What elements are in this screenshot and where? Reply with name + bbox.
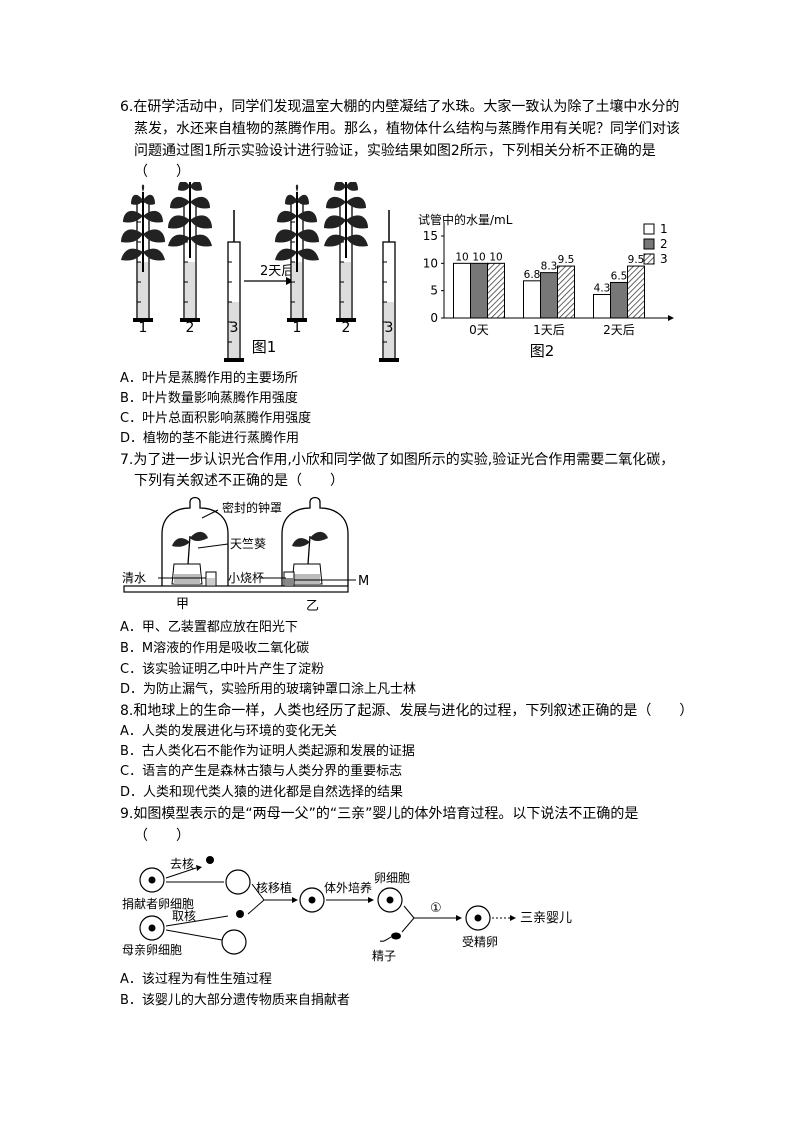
x-tick-label: 0天 xyxy=(469,323,489,337)
q8-option-b[interactable]: B．古人类化石不能作为证明人类起源和发展的证据 xyxy=(120,744,415,759)
beaker-label: 小烧杯 xyxy=(228,571,264,585)
bar-value-label: 9.5 xyxy=(558,254,575,266)
y-axis-label: 试管中的水量/mL xyxy=(418,212,513,227)
q6-option-c[interactable]: C．叶片总面积影响蒸腾作用强度 xyxy=(120,411,312,426)
q9-option-a[interactable]: A．该过程为有性生殖过程 xyxy=(120,972,272,987)
q7-line-1: 7.为了进一步认识光合作用,小欣和同学做了如图所示的实验,验证光合作用需要二氧化… xyxy=(120,452,675,468)
bar-value-label: 10 xyxy=(455,251,468,263)
tube-3-before xyxy=(223,210,245,362)
q8-option-d[interactable]: D．人类和现代类人猿的进化都是自然选择的结果 xyxy=(120,785,404,800)
legend-label: 2 xyxy=(660,237,668,251)
apparatus-jia-label: 甲 xyxy=(176,597,189,612)
bar-value-label: 8.3 xyxy=(541,261,558,273)
bar xyxy=(557,265,575,319)
q7-option-c[interactable]: C．该实验证明乙中叶片产生了淀粉 xyxy=(120,662,325,677)
q8-option-c[interactable]: C．语言的产生是森林古猿与人类分界的重要标志 xyxy=(120,764,403,779)
tube-label-3-after: 3 xyxy=(385,320,394,336)
plant-label: 天竺葵 xyxy=(230,536,266,551)
q7-option-a[interactable]: A．甲、乙装置都应放在阳光下 xyxy=(120,620,298,635)
bar xyxy=(523,280,541,319)
donor-egg-label: 捐献者卵细胞 xyxy=(122,896,194,911)
legend-swatch xyxy=(643,223,655,235)
q6-line-2: 蒸发，水还来自植物的蒸腾作用。那么，植物体什么结构与蒸腾作用有关呢？同学们对该 xyxy=(134,121,680,137)
tube-label-1: 1 xyxy=(139,320,148,336)
tube-2-after xyxy=(323,182,369,323)
solution-m-label: M xyxy=(358,574,369,589)
q6-line-1: 6.在研学活动中，同学们发现温室大棚的内壁凝结了水珠。大家一致认为除了土壤中水分… xyxy=(120,99,680,115)
figure-1: 1 2 3 2天后 1 2 3 图1 xyxy=(120,182,400,362)
q7-option-d[interactable]: D．为防止漏气，实验所用的玻璃钟罩口涂上凡士林 xyxy=(120,682,417,697)
q6-option-a[interactable]: A．叶片是蒸腾作用的主要场所 xyxy=(120,371,298,386)
bar-value-label: 10 xyxy=(472,251,485,263)
bell-jar-label: 密封的钟罩 xyxy=(222,500,282,515)
arrow-label: 2天后 xyxy=(260,264,294,279)
baby-label: 三亲婴儿 xyxy=(520,911,572,926)
q6-option-b[interactable]: B．叶片数量影响蒸腾作用强度 xyxy=(120,391,298,406)
bar xyxy=(610,281,628,319)
bar xyxy=(593,293,611,319)
q9-line-2: （ ） xyxy=(134,828,190,844)
tube-label-2: 2 xyxy=(186,320,195,336)
tube-2-before xyxy=(167,182,213,323)
water-label: 清水 xyxy=(122,571,146,585)
tube-1-after xyxy=(274,183,320,323)
figure-4-ivf-process: 去核 捐献者卵细胞 取核 母亲卵细胞 核移植 体外培养 卵细胞 精子 ① 受精卵… xyxy=(122,856,572,963)
q6-option-d[interactable]: D．植物的茎不能进行蒸腾作用 xyxy=(120,431,300,446)
figure-2-caption: 图2 xyxy=(530,342,555,360)
zygote-label: 受精卵 xyxy=(462,935,498,949)
legend-swatch xyxy=(643,238,655,250)
apparatus-yi-label: 乙 xyxy=(306,599,319,614)
bar-value-label: 6.8 xyxy=(524,269,541,281)
bar-value-label: 9.5 xyxy=(628,254,645,266)
x-tick-label: 1天后 xyxy=(533,323,565,337)
q6-line-4: （ ） xyxy=(134,164,190,180)
bar xyxy=(627,265,645,319)
q9-line-1: 9.如图模型表示的是“两母一父”的“三亲”婴儿的体外培育过程。以下说法不正确的是 xyxy=(120,806,639,822)
tube-label-2-after: 2 xyxy=(342,320,351,336)
nuclear-transfer-label: 核移植 xyxy=(256,880,292,895)
bar xyxy=(487,262,505,319)
egg-cell-label: 卵细胞 xyxy=(374,871,410,885)
q8-option-a[interactable]: A．人类的发展进化与环境的变化无关 xyxy=(120,724,337,739)
legend-label: 3 xyxy=(660,252,668,266)
bar-value-label: 10 xyxy=(489,251,502,263)
y-tick-label: 15 xyxy=(423,229,438,243)
bar-value-label: 6.5 xyxy=(611,270,628,282)
bar xyxy=(540,272,558,319)
tube-3-after xyxy=(378,210,400,362)
x-axis-arrow xyxy=(668,315,674,321)
bar xyxy=(470,262,488,319)
bar xyxy=(453,262,471,319)
bar-value-label: 4.3 xyxy=(594,282,611,294)
enucleate-label: 去核 xyxy=(170,857,194,871)
step-1-label: ① xyxy=(430,901,442,916)
legend-label: 1 xyxy=(660,222,668,236)
legend-swatch xyxy=(643,253,655,265)
y-tick-label: 5 xyxy=(430,284,438,298)
q8-line-1: 8.和地球上的生命一样，人类也经历了起源、发展与进化的过程，下列叙述正确的是（ … xyxy=(120,703,694,719)
q7-line-2: 下列有关叙述不正确的是（ ） xyxy=(134,473,344,489)
in-vitro-label: 体外培养 xyxy=(324,880,372,895)
q7-option-b[interactable]: B．M溶液的作用是吸收二氧化碳 xyxy=(120,641,310,656)
tube-label-3: 3 xyxy=(230,320,239,336)
tube-1-before xyxy=(120,183,166,323)
y-tick-label: 0 xyxy=(430,311,438,325)
take-nucleus-label: 取核 xyxy=(172,909,196,923)
y-tick-label: 10 xyxy=(423,256,438,270)
q9-option-b[interactable]: B．该婴儿的大部分遗传物质来自捐献者 xyxy=(120,993,350,1008)
mother-egg-label: 母亲卵细胞 xyxy=(122,943,182,957)
q6-line-3: 问题通过图1所示实验设计进行验证，实验结果如图2所示，下列相关分析不正确的是 xyxy=(134,143,656,159)
x-tick-label: 2天后 xyxy=(603,323,635,337)
sperm-label: 精子 xyxy=(372,949,396,963)
figure-3-bell-jar: 密封的钟罩 天竺葵 清水 小烧杯 M 甲 乙 xyxy=(122,496,369,614)
tube-label-1-after: 1 xyxy=(293,320,302,336)
figure-1-caption: 图1 xyxy=(252,338,277,356)
